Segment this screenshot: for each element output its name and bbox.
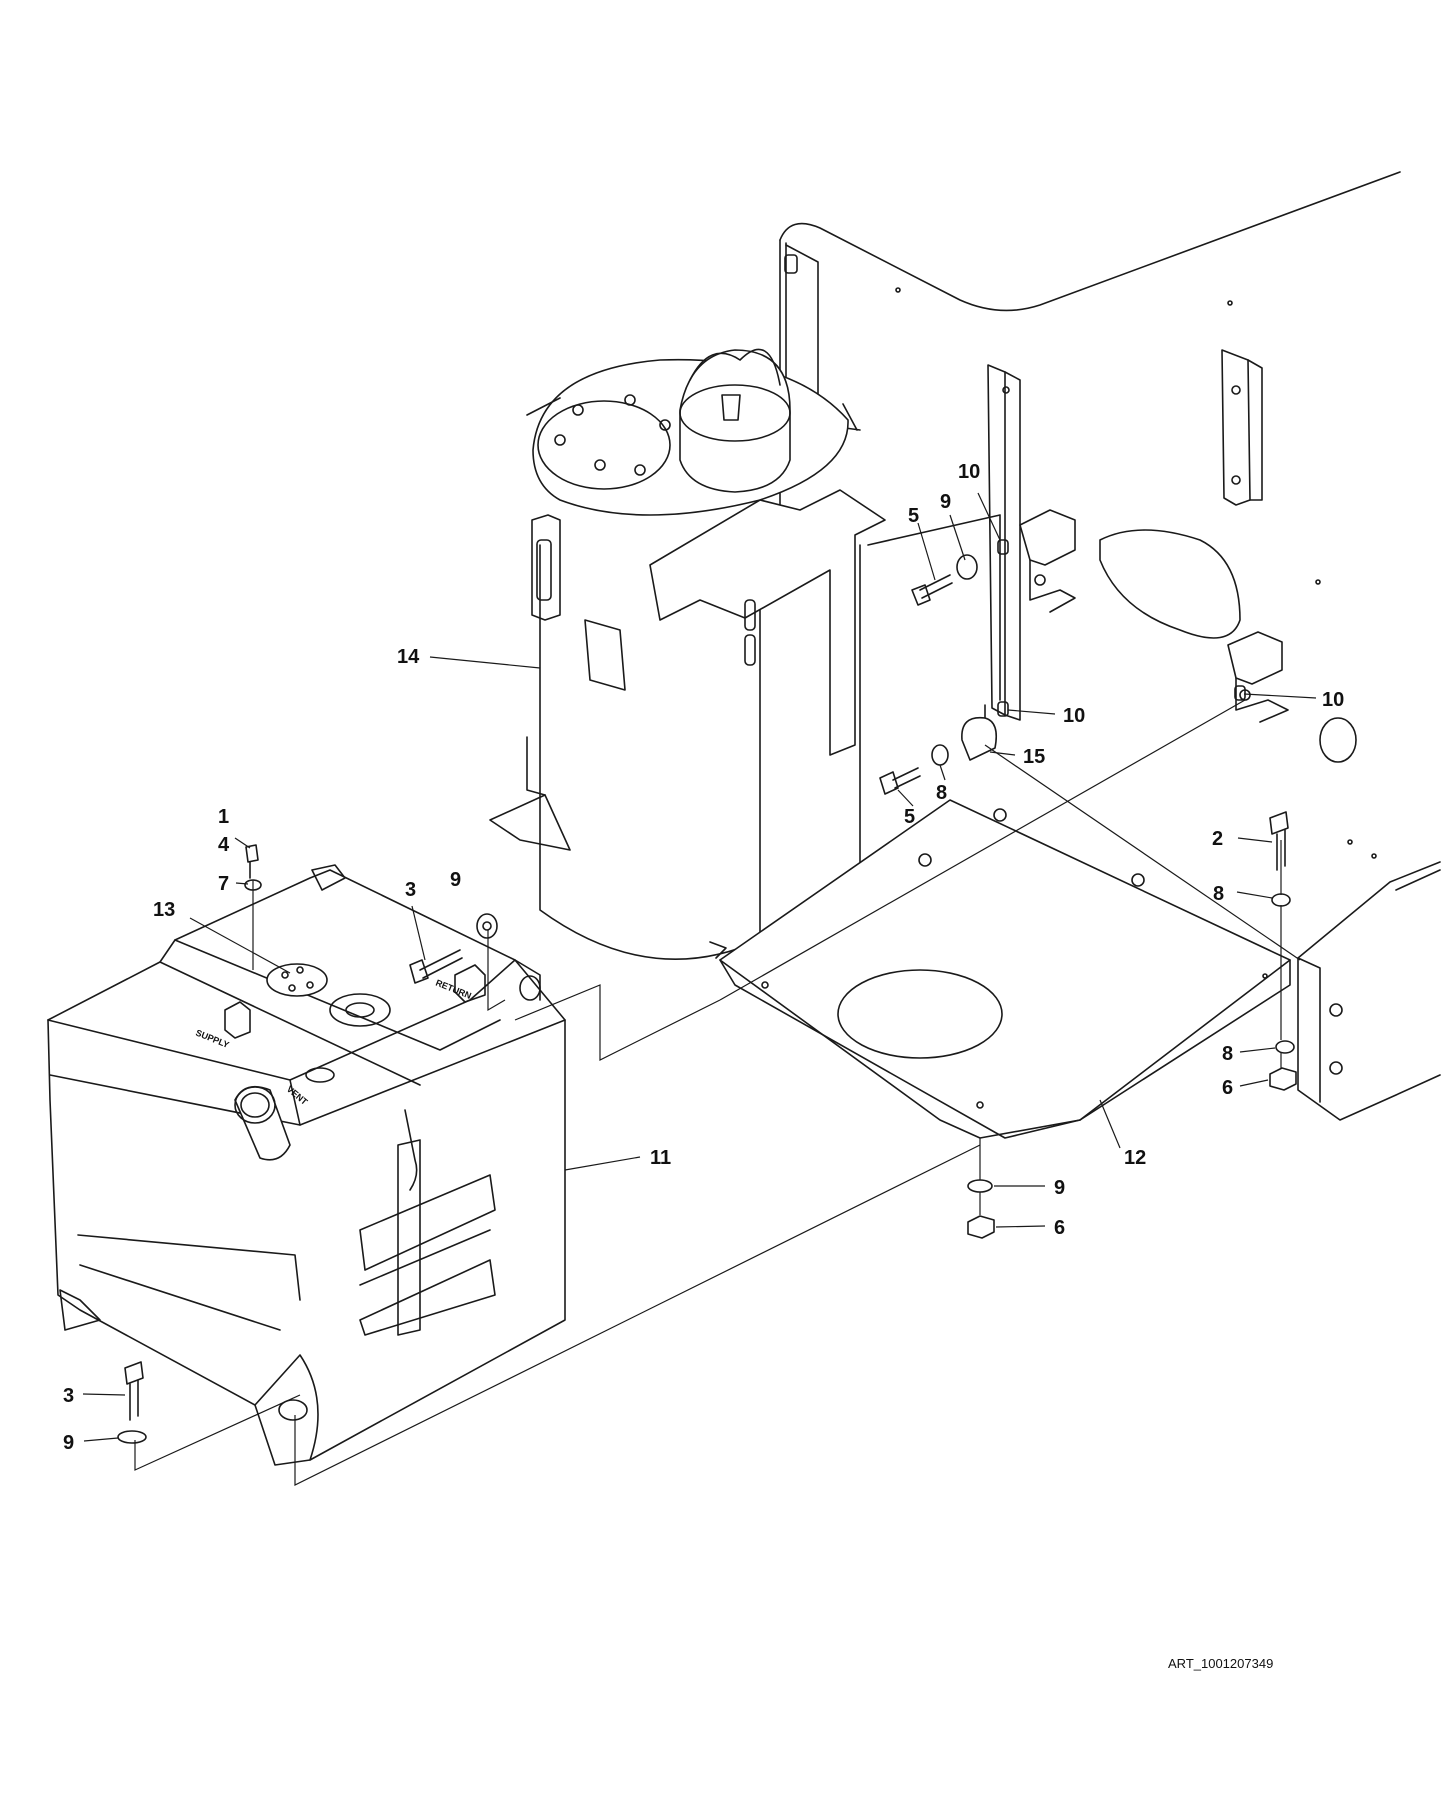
callout-numbers: 1 4 7 13 3 9 14 5 9 10 10 10 15 8 5 2 8 … [63, 461, 1344, 1454]
callout-10-middle: 10 [1063, 705, 1085, 727]
callout-5-upper: 5 [908, 505, 919, 527]
callout-7: 7 [218, 873, 229, 895]
callout-9-bottom: 9 [1054, 1177, 1065, 1199]
callout-1: 1 [218, 806, 229, 828]
callout-leaders [82, 492, 1317, 1442]
art-id-label: ART_1001207349 [1168, 1656, 1273, 1671]
callout-6-bottom: 6 [1054, 1217, 1065, 1239]
callout-9-upper: 9 [940, 491, 951, 513]
callout-4: 4 [218, 834, 230, 856]
callout-5-lower: 5 [904, 806, 915, 828]
callout-10-right: 10 [1322, 689, 1344, 711]
hydraulic-tank [47, 864, 566, 1466]
callout-8-right-lower: 8 [1222, 1043, 1233, 1065]
callout-3-bottom: 3 [63, 1385, 74, 1407]
callout-13: 13 [153, 899, 175, 921]
assembly-alignment-lines [134, 699, 1301, 1486]
callout-15: 15 [1023, 746, 1045, 768]
mounting-tray-plate [719, 799, 1291, 1139]
hydraulic-filter-housing [489, 348, 886, 961]
callout-10-upper: 10 [958, 461, 980, 483]
callout-3-top: 3 [405, 879, 416, 901]
callout-8-right-upper: 8 [1213, 883, 1224, 905]
callout-2: 2 [1212, 828, 1223, 850]
callout-6-right: 6 [1222, 1077, 1233, 1099]
callout-12: 12 [1124, 1147, 1146, 1169]
callout-11: 11 [650, 1147, 671, 1169]
callout-9-top: 9 [450, 869, 461, 891]
callout-9-left: 9 [63, 1432, 74, 1454]
callout-14: 14 [397, 646, 420, 668]
callout-8-middle: 8 [936, 782, 947, 804]
